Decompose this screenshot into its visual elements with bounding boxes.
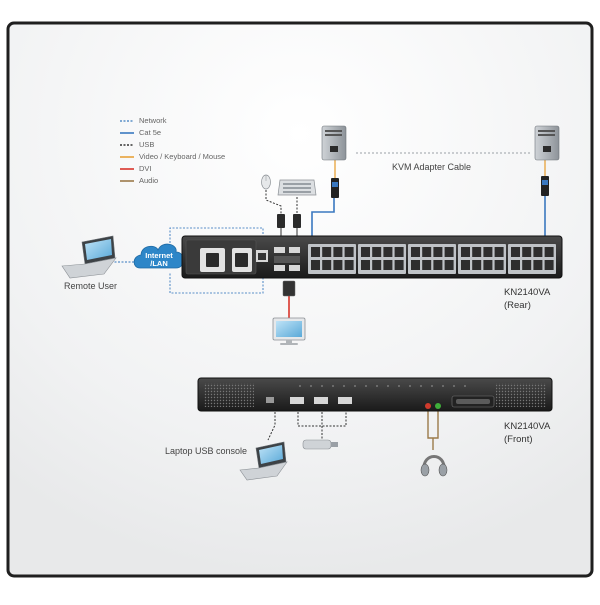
rj45-port	[472, 260, 482, 270]
rj45-port	[444, 247, 454, 257]
rj45-port	[444, 260, 454, 270]
rj45-port	[383, 247, 393, 257]
rj45-port	[344, 247, 354, 257]
front-led	[398, 385, 400, 387]
legend-label-cat5e: Cat 5e	[139, 128, 162, 137]
audio-jack-speaker	[435, 403, 441, 409]
legend-label-audio: Audio	[139, 176, 159, 185]
front-led	[431, 385, 433, 387]
legend-label-dvi: DVI	[139, 164, 152, 173]
rj45-port	[533, 260, 543, 270]
kvm-adapter-icon	[331, 178, 339, 198]
rear-model-label: KN2140VA	[504, 287, 551, 298]
rj45-port	[333, 260, 343, 270]
laptop-usb-console-label: Laptop USB console	[165, 446, 248, 456]
legend-label-usb: USB	[139, 140, 155, 149]
usb-plug-icon	[277, 214, 285, 228]
usb-line-laptop-console	[267, 412, 276, 441]
usb-line-mouse	[265, 190, 282, 214]
front-led	[409, 385, 411, 387]
laptop-icon	[239, 441, 288, 481]
rj45-port	[372, 260, 382, 270]
remote-user-label: Remote User	[64, 281, 118, 291]
front-led	[453, 385, 455, 387]
front-led	[464, 385, 466, 387]
rj45-port	[511, 260, 520, 270]
rj45-port	[411, 247, 420, 257]
mouse-icon	[261, 174, 271, 190]
rj45-port	[544, 260, 554, 270]
rj45-port	[322, 260, 332, 270]
front-led	[387, 385, 389, 387]
rj45-port	[361, 247, 370, 257]
front-led	[442, 385, 444, 387]
rj45-port	[411, 260, 420, 270]
monitor-icon	[272, 317, 306, 345]
rj45-port	[433, 247, 443, 257]
laptop-icon	[61, 235, 117, 279]
front-led	[420, 385, 422, 387]
legend	[120, 120, 134, 182]
audio-jack-mic	[425, 403, 431, 409]
rj45-port	[494, 260, 504, 270]
rj45-port	[483, 260, 493, 270]
cloud-label-lan: /LAN	[150, 259, 168, 268]
rj45-port	[344, 260, 354, 270]
front-view-label: (Front)	[504, 434, 533, 445]
rj45-port	[383, 260, 393, 270]
rj45-port	[422, 247, 432, 257]
front-led	[332, 385, 334, 387]
desktop-tower-icon	[321, 125, 347, 161]
desktop-tower-icon	[534, 125, 560, 161]
front-led	[321, 385, 323, 387]
usb-plug-icon	[293, 214, 301, 228]
kn2140va-front-unit	[197, 377, 553, 412]
kvm-adapter-cable-label: KVM Adapter Cable	[392, 162, 472, 172]
rj45-port	[544, 247, 554, 257]
rj45-port	[311, 260, 320, 270]
rj45-port	[311, 247, 320, 257]
front-led	[343, 385, 345, 387]
legend-label-vkm: Video / Keyboard / Mouse	[139, 152, 226, 161]
kn2140va-rear-unit	[181, 235, 563, 279]
cat5e-line-server1	[311, 198, 335, 246]
keyboard-icon	[277, 179, 317, 196]
front-led	[299, 385, 301, 387]
rj45-port	[522, 247, 532, 257]
rj45-port	[394, 260, 404, 270]
usb-drive-icon	[302, 439, 338, 450]
rj45-port-banks	[308, 244, 556, 274]
headset-icon	[420, 455, 448, 477]
rj45-port	[472, 247, 482, 257]
rj45-port	[494, 247, 504, 257]
rear-view-label: (Rear)	[504, 300, 531, 311]
cloud-label-internet: Internet	[145, 251, 173, 260]
rj45-port	[322, 247, 332, 257]
front-led	[354, 385, 356, 387]
rj45-port	[461, 247, 470, 257]
dvi-connector-icon	[282, 280, 296, 297]
legend-label-network: Network	[139, 116, 167, 125]
rj45-port	[394, 247, 404, 257]
rj45-port	[333, 247, 343, 257]
front-led	[310, 385, 312, 387]
rj45-port	[433, 260, 443, 270]
rj45-port	[511, 247, 520, 257]
rj45-port	[361, 260, 370, 270]
front-model-label: KN2140VA	[504, 421, 551, 432]
front-usb-port-console	[266, 397, 274, 403]
usb-line-front-a	[297, 412, 347, 427]
front-led	[376, 385, 378, 387]
front-led	[365, 385, 367, 387]
rj45-port	[372, 247, 382, 257]
kvm-adapter-icon	[541, 176, 549, 196]
rj45-port	[422, 260, 432, 270]
rj45-port	[461, 260, 470, 270]
rj45-port	[533, 247, 543, 257]
diagram-border	[6, 21, 594, 578]
rj45-port	[522, 260, 532, 270]
rj45-port	[483, 247, 493, 257]
